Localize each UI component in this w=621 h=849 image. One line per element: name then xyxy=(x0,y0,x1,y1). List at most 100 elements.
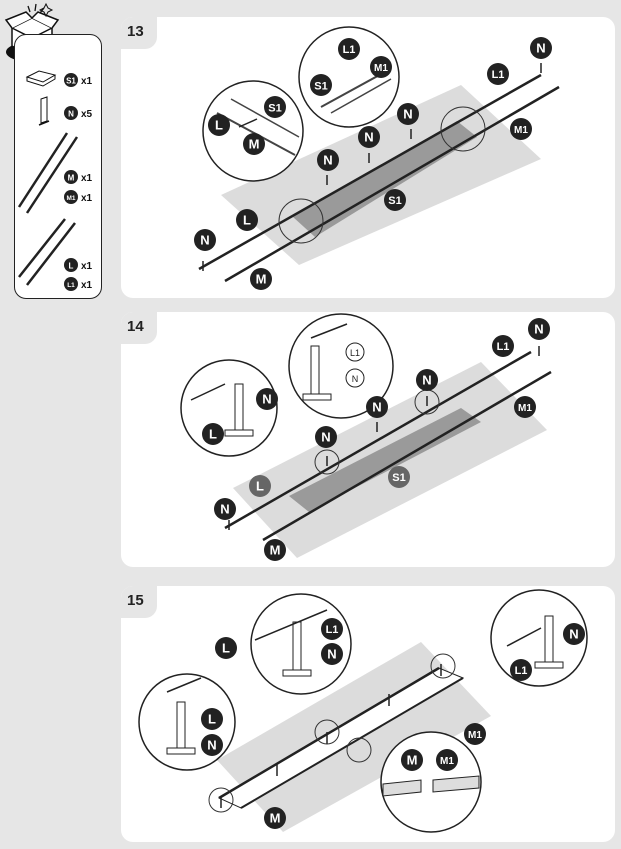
detail-zoom xyxy=(298,26,400,128)
svg-text:N: N xyxy=(352,374,359,384)
svg-text:N: N xyxy=(68,110,74,119)
svg-text:N: N xyxy=(422,373,431,388)
label-badge-n: N xyxy=(528,318,550,340)
bracket-n xyxy=(220,664,442,808)
svg-text:L: L xyxy=(208,712,216,727)
rod-l1 xyxy=(224,350,532,530)
label-circle-l1: L1 xyxy=(345,342,365,362)
detail-circle xyxy=(440,106,486,152)
svg-text:M1: M1 xyxy=(468,730,482,741)
svg-text:x1: x1 xyxy=(81,173,93,184)
label-badge-s1: S1 xyxy=(388,466,410,488)
detail-circle xyxy=(314,449,340,475)
svg-text:N: N xyxy=(207,738,216,753)
shelf-panel-dark xyxy=(289,408,481,512)
label-badge-n: N xyxy=(563,623,585,645)
svg-text:L: L xyxy=(209,427,217,442)
svg-text:L1: L1 xyxy=(67,282,75,289)
rod-l1-part xyxy=(26,222,76,286)
svg-text:N: N xyxy=(536,41,545,56)
svg-text:S1: S1 xyxy=(66,77,76,86)
detail-zoom xyxy=(250,593,352,695)
svg-text:L: L xyxy=(222,641,230,656)
label-badge-l1: L1 xyxy=(492,335,514,357)
label-badge-n: N xyxy=(201,734,223,756)
svg-text:M: M xyxy=(68,174,75,183)
detail-circle xyxy=(208,787,234,813)
svg-text:L1: L1 xyxy=(350,348,360,358)
part-badge-l1: L1 x1 xyxy=(64,277,93,291)
rod-m xyxy=(218,666,440,800)
svg-text:x1: x1 xyxy=(81,193,93,204)
svg-text:x1: x1 xyxy=(81,261,93,272)
label-badge-n: N xyxy=(416,369,438,391)
label-badge-m1: M1 xyxy=(514,396,536,418)
parts-list: S1 x1 N x5 M x1 M1 x1 L xyxy=(14,34,102,299)
label-badge-n: N xyxy=(315,426,337,448)
svg-text:L1: L1 xyxy=(343,44,356,56)
svg-text:x5: x5 xyxy=(81,109,93,120)
detail-circle xyxy=(314,719,340,745)
svg-text:N: N xyxy=(327,647,336,662)
step-number: 15 xyxy=(127,592,144,609)
step-tab xyxy=(121,586,157,618)
label-badge-n: N xyxy=(358,126,380,148)
svg-text:S1: S1 xyxy=(392,472,405,484)
svg-text:M1: M1 xyxy=(374,63,388,74)
part-badge-n: N x5 xyxy=(64,106,93,120)
label-badge-l: L xyxy=(208,114,230,136)
label-badge-n: N xyxy=(256,388,278,410)
rod-m1 xyxy=(240,677,464,809)
rod-m-part xyxy=(17,132,69,208)
step-number: 14 xyxy=(127,318,144,335)
svg-text:M1: M1 xyxy=(514,125,528,136)
svg-text:M: M xyxy=(407,753,418,768)
panel-s1-part xyxy=(25,70,57,87)
step-13-panel: 13 L M S1 L1 M1 S1 N L1 M1 N N N xyxy=(121,17,615,298)
label-badge-l: L xyxy=(215,637,237,659)
label-badge-l1: L1 xyxy=(321,618,343,640)
rod-l-part xyxy=(18,218,66,278)
label-badge-l1: L1 xyxy=(487,63,509,85)
svg-text:N: N xyxy=(364,130,373,145)
label-badge-m1: M1 xyxy=(464,723,486,745)
step-15-panel: 15 xyxy=(121,586,615,842)
rod-m1 xyxy=(262,370,552,542)
detail-zoom xyxy=(288,313,394,419)
svg-text:N: N xyxy=(220,502,229,517)
detail-zoom xyxy=(380,731,482,833)
bracket-n xyxy=(228,346,540,530)
svg-text:S1: S1 xyxy=(268,103,281,115)
svg-text:L: L xyxy=(69,262,74,271)
label-badge-n: N xyxy=(214,498,236,520)
label-badge-m: M xyxy=(264,807,286,829)
svg-text:S1: S1 xyxy=(314,81,327,93)
shelf-panel-dark xyxy=(293,121,477,237)
svg-text:S1: S1 xyxy=(388,195,401,207)
label-badge-m1: M1 xyxy=(436,749,458,771)
svg-text:L1: L1 xyxy=(497,341,510,353)
svg-text:L1: L1 xyxy=(326,624,339,636)
label-badge-l: L xyxy=(201,708,223,730)
svg-text:M1: M1 xyxy=(66,195,75,202)
label-badge-l1: L1 xyxy=(338,38,360,60)
label-badge-n: N xyxy=(397,103,419,125)
svg-text:M1: M1 xyxy=(518,403,532,414)
svg-text:x1: x1 xyxy=(81,280,93,291)
svg-text:N: N xyxy=(323,153,332,168)
svg-text:N: N xyxy=(321,430,330,445)
label-badge-n: N xyxy=(317,149,339,171)
svg-text:M: M xyxy=(270,811,281,826)
label-badge-l: L xyxy=(236,209,258,231)
svg-text:x1: x1 xyxy=(81,76,93,87)
label-circle-n: N xyxy=(345,368,365,388)
label-badge-n: N xyxy=(321,643,343,665)
label-badge-n: N xyxy=(530,37,552,59)
label-badge-s1: S1 xyxy=(310,74,332,96)
label-badge-m1: M1 xyxy=(510,118,532,140)
rod-l1 xyxy=(198,73,542,271)
svg-text:L: L xyxy=(215,118,223,133)
label-badge-m1: M1 xyxy=(370,56,392,78)
label-badge-m: M xyxy=(401,749,423,771)
svg-text:N: N xyxy=(403,107,412,122)
